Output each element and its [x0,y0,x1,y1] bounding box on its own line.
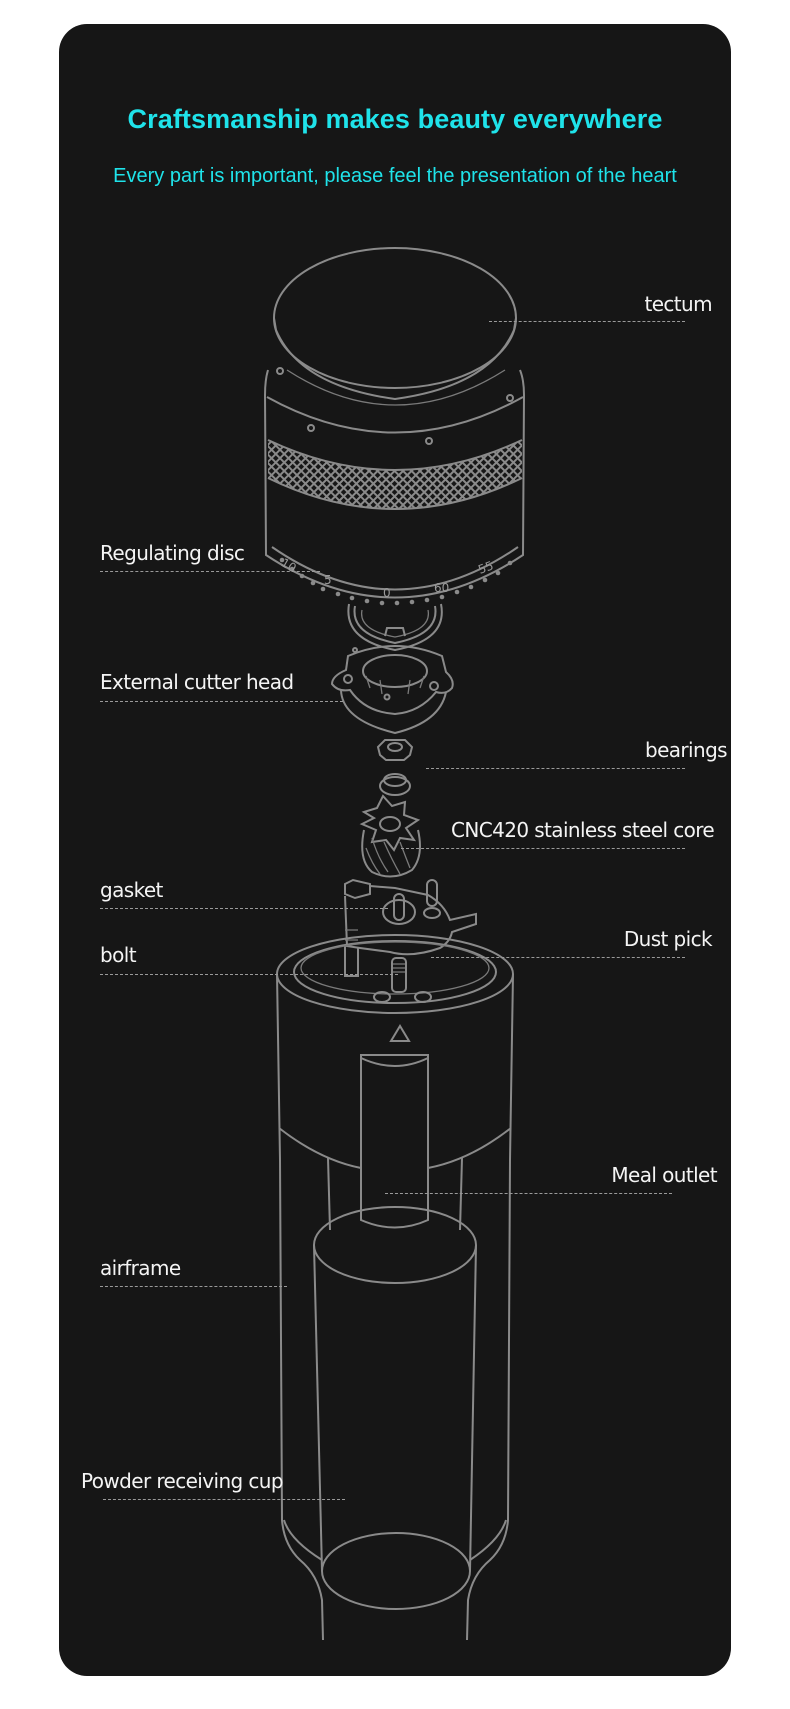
leader-line-powder-receiving-cup [103,1499,345,1500]
leader-line-tectum [489,321,685,322]
leader-line-cnc420-core [401,848,685,849]
powder-receiving-cup-part [283,1206,507,1610]
label-bolt: bolt [100,943,137,967]
label-external-cutter-head: External cutter head [100,670,294,694]
external-cutter-head-part [330,603,454,735]
label-regulating-disc: Regulating disc [100,541,245,565]
leader-line-dust-pick [431,957,685,958]
svg-text:60: 60 [434,581,449,595]
leader-line-regulating-disc [100,571,320,572]
bolt-part [391,957,407,993]
airframe-part [276,934,514,1641]
svg-text:0: 0 [383,586,391,600]
leader-line-bearings [426,768,685,769]
label-airframe: airframe [100,1256,181,1280]
label-cnc420-core: CNC420 stainless steel core [451,818,715,842]
svg-text:55: 55 [476,558,495,576]
label-gasket: gasket [100,878,163,902]
label-tectum: tectum [644,292,712,316]
leader-line-gasket [100,908,388,909]
leader-line-bolt [100,974,398,975]
leader-line-meal-outlet [385,1193,672,1194]
tectum-part [273,247,517,401]
label-meal-outlet: Meal outlet [611,1163,717,1187]
regulating-disc-part: 10 5 0 60 55 [263,367,526,606]
label-dust-pick: Dust pick [623,927,713,951]
svg-text:10: 10 [279,555,299,575]
label-powder-receiving-cup: Powder receiving cup [81,1469,284,1493]
leader-line-external-cutter-head [100,701,343,702]
gasket-part [344,878,477,977]
bearings-part [376,739,414,796]
cnc420-core-part [359,794,421,878]
label-bearings: bearings [644,738,728,762]
leader-line-airframe [100,1286,287,1287]
page-title: Craftsmanship makes beauty everywhere [127,104,663,134]
page-subtitle: Every part is important, please feel the… [113,165,677,187]
svg-text:5: 5 [324,573,332,587]
